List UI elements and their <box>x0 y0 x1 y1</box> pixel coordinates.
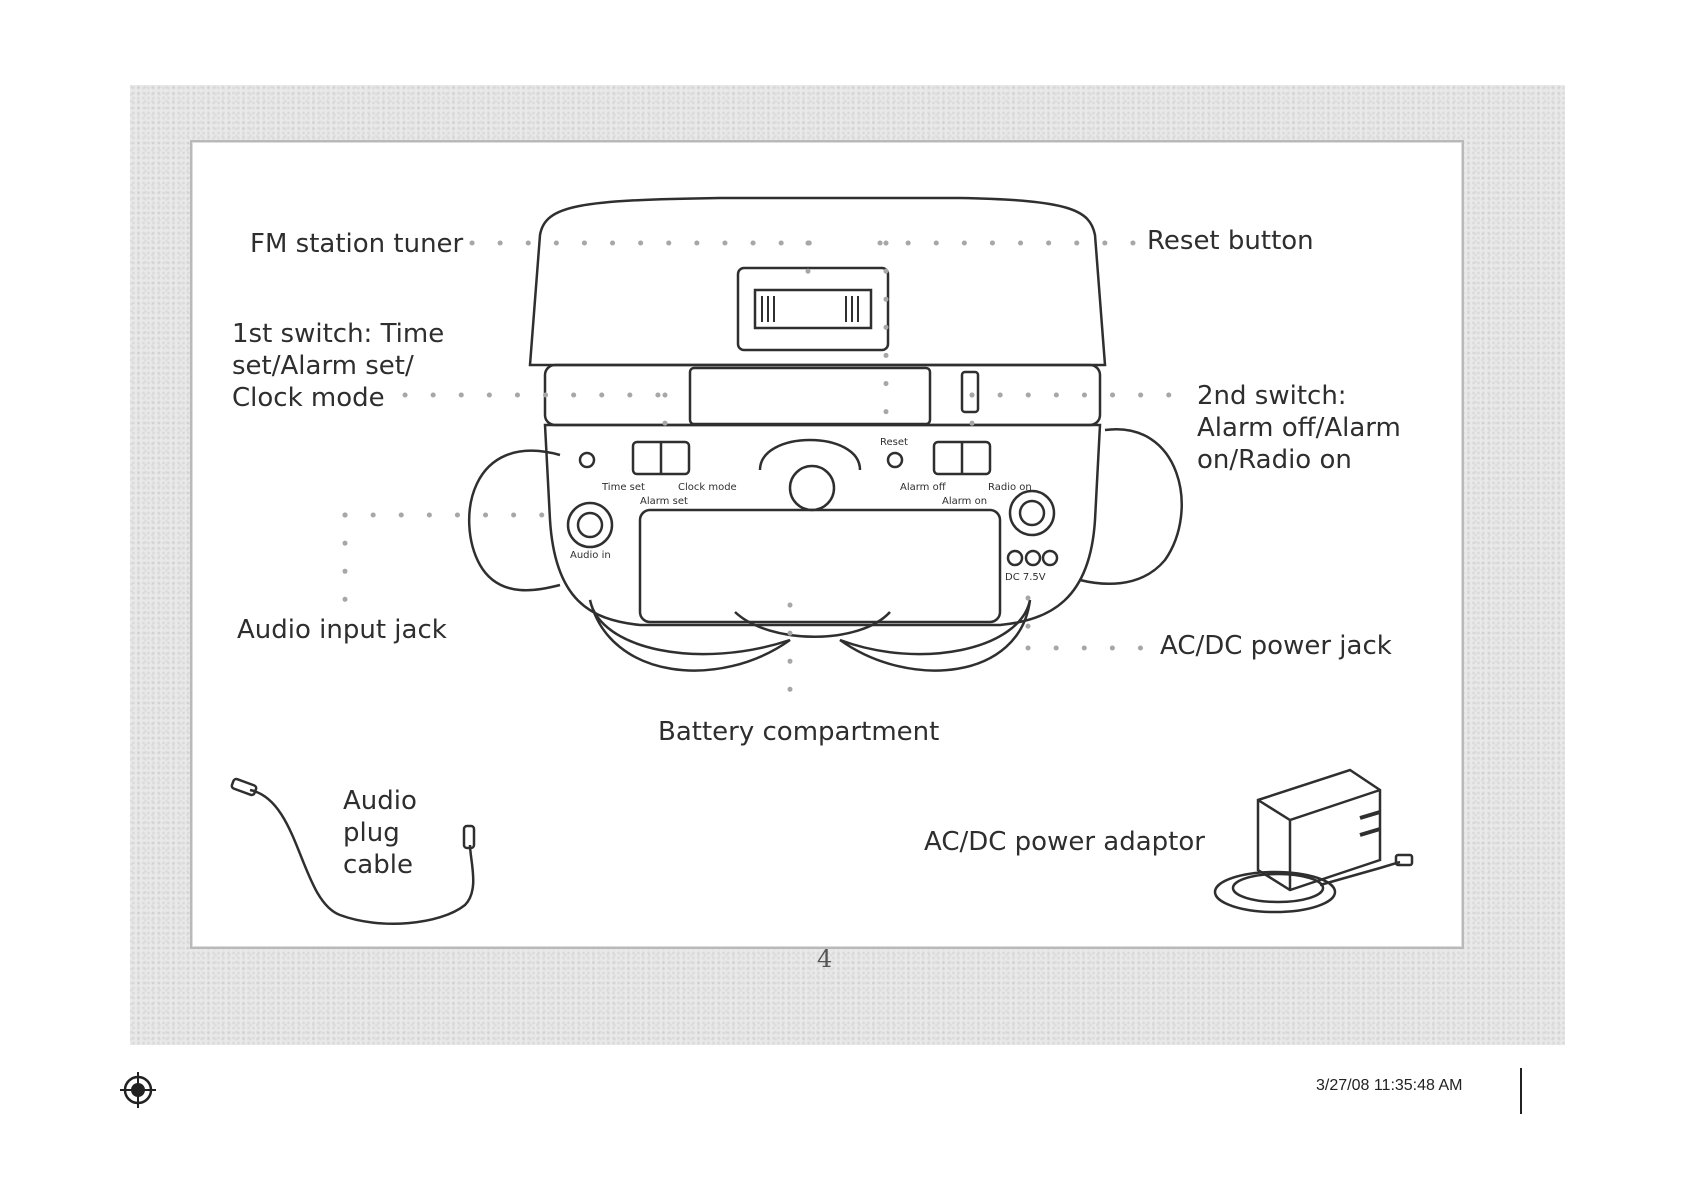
label-second-switch-line3: on/Radio on <box>1197 445 1352 475</box>
device-alarm-on-text: Alarm on <box>942 496 987 507</box>
label-second-switch-line1: 2nd switch: <box>1197 381 1347 411</box>
device-radio-on-text: Radio on <box>988 482 1032 493</box>
label-second-switch-line2: Alarm off/Alarm <box>1197 413 1401 443</box>
label-ac-dc-power-adaptor: AC/DC power adaptor <box>924 827 1205 857</box>
label-first-switch-line3: Clock mode <box>232 383 385 413</box>
registration-mark-icon <box>120 1072 156 1108</box>
device-alarm-off-text: Alarm off <box>900 482 947 493</box>
print-timestamp: 3/27/08 11:35:48 AM <box>1316 1077 1463 1094</box>
diagram-panel <box>190 140 1464 949</box>
crop-mark <box>1520 1068 1522 1114</box>
label-first-switch-line2: set/Alarm set/ <box>232 351 414 381</box>
label-first-switch: 1st switch: Time set/Alarm set/ Clock mo… <box>232 318 444 414</box>
label-cable-line2: plug <box>343 818 400 848</box>
label-fm-station-tuner: FM station tuner <box>250 229 464 259</box>
label-audio-plug-cable: Audio plug cable <box>343 785 417 881</box>
label-cable-line1: Audio <box>343 786 417 816</box>
device-alarm-set-text: Alarm set <box>640 496 688 507</box>
audio-cable <box>249 788 475 925</box>
label-audio-input-jack: Audio input jack <box>237 615 447 645</box>
label-cable-line3: cable <box>343 850 413 880</box>
page-number: 4 <box>817 945 833 973</box>
device-time-set-text: Time set <box>601 482 645 493</box>
label-ac-dc-power-jack: AC/DC power jack <box>1160 631 1392 661</box>
label-battery-compartment: Battery compartment <box>658 717 940 747</box>
device-audio-in-text: Audio in <box>570 550 611 561</box>
power-adaptor-icon <box>1256 768 1382 892</box>
device-clock-mode-text: Clock mode <box>678 482 737 493</box>
label-reset-button: Reset button <box>1147 226 1314 256</box>
device-dc-text: DC 7.5V <box>1005 572 1046 583</box>
device-reset-text: Reset <box>880 437 908 448</box>
label-first-switch-line1: 1st switch: Time <box>232 319 445 349</box>
label-second-switch: 2nd switch: Alarm off/Alarm on/Radio on <box>1197 380 1401 476</box>
